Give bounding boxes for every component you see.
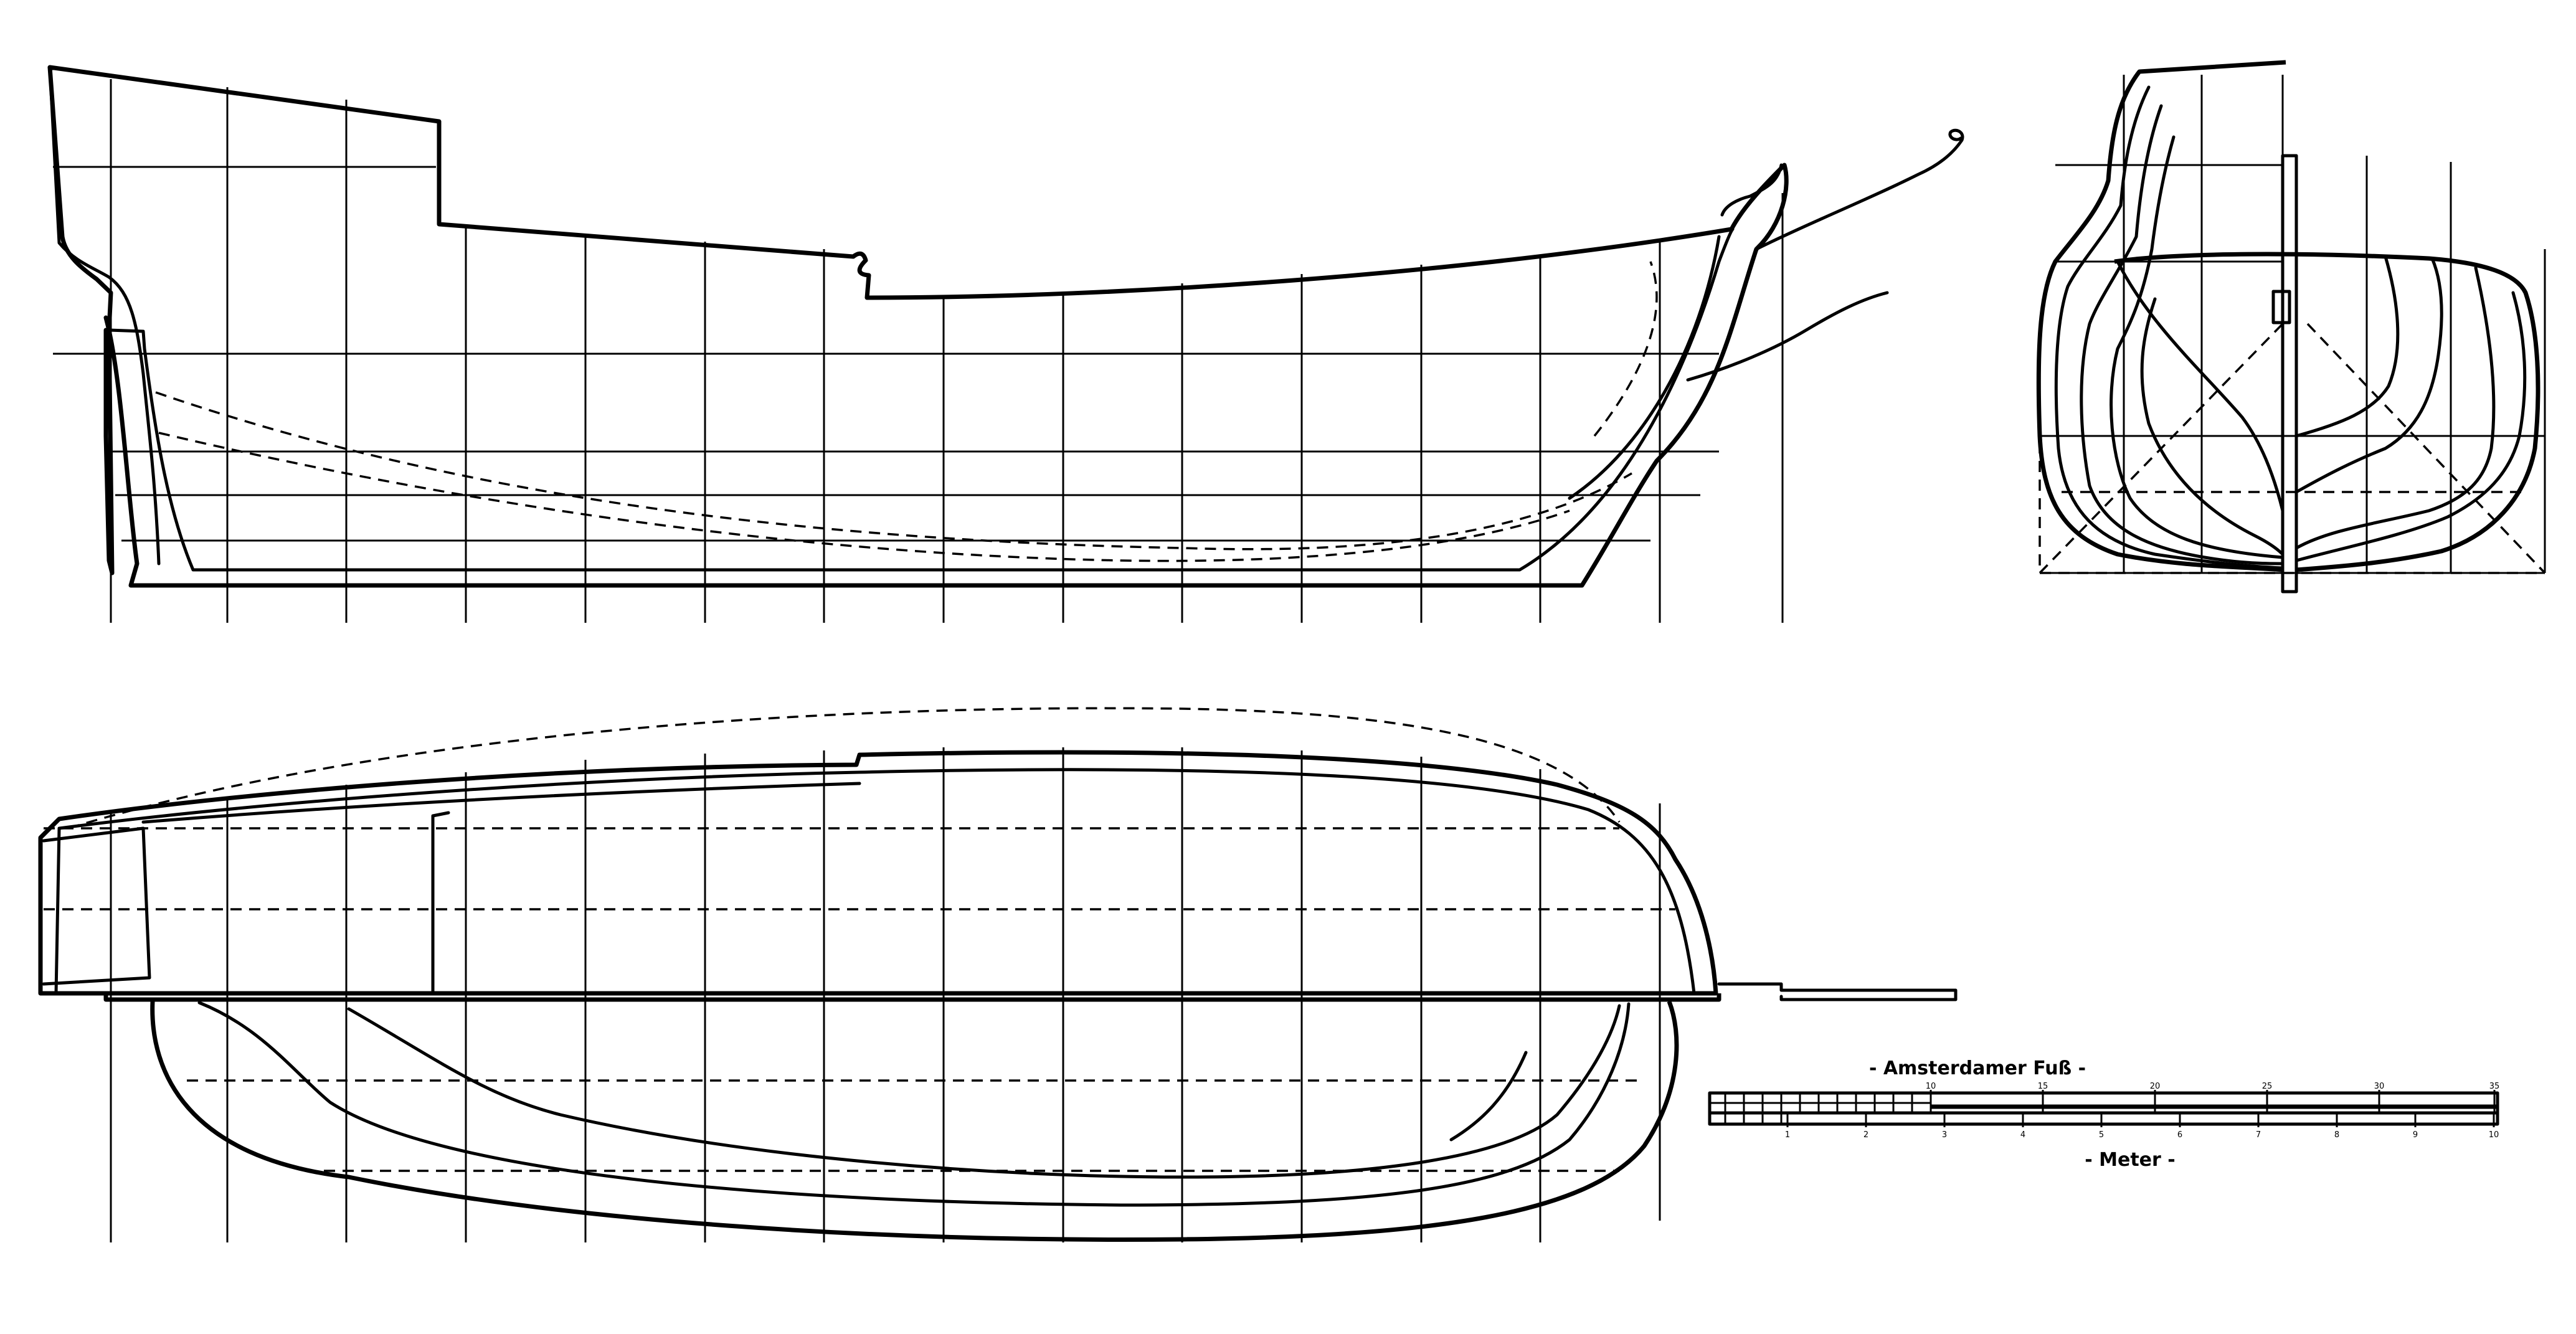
hatch-coaming	[431, 811, 450, 995]
foot-tick-label: 10	[1926, 1082, 1936, 1091]
sheer-plan-outline	[47, 65, 1789, 588]
hull-bottom-outline	[150, 1000, 1679, 1242]
meter-tick-label: 4	[2020, 1130, 2025, 1140]
foot-tick-label: 35	[2489, 1082, 2500, 1091]
hull-waterline-1	[347, 1004, 1621, 1179]
sheer-plan	[47, 65, 1964, 623]
hull-waterline-2	[197, 1001, 1631, 1207]
scale-meter-tick-labels: 1 2 3 4 5 6 7 8 9 10	[1785, 1130, 2499, 1140]
scale-meter-bar	[1708, 1111, 2499, 1126]
scale-upper-label: - Amsterdamer Fuß -	[1869, 1057, 2086, 1079]
meter-tick-label: 7	[2256, 1130, 2261, 1140]
sheer-plan-diagonal-2	[158, 432, 1570, 562]
keel-post	[2281, 154, 2298, 594]
deck-edge-inner	[54, 768, 1696, 995]
scale-foot-ticks	[1930, 1090, 2496, 1113]
body-plan-grid	[2040, 75, 2546, 574]
bowsprit-head	[1754, 128, 1964, 251]
body-plan	[2036, 60, 2546, 594]
body-plan-dashed-lines	[2039, 323, 2546, 574]
meter-tick-label: 5	[2099, 1130, 2104, 1140]
stern-transom	[42, 826, 151, 986]
half-breadth-dashed-lines	[44, 707, 1675, 1172]
meter-tick-label: 6	[2177, 1130, 2182, 1140]
scale-fine-ticks	[1710, 1093, 1932, 1124]
meter-tick-label: 9	[2413, 1130, 2418, 1140]
scale-bar: - Amsterdamer Fuß - 1	[1708, 1057, 2500, 1171]
meter-tick-label: 10	[2489, 1130, 2499, 1140]
fore-section-2	[2294, 266, 2496, 550]
stem-top	[1720, 163, 1783, 217]
aft-section-5	[2140, 297, 2285, 556]
foot-tick-label: 15	[2038, 1082, 2048, 1091]
meter-tick-label: 8	[2334, 1130, 2339, 1140]
rudder-head	[2271, 290, 2291, 324]
aft-section-3	[2080, 104, 2285, 565]
hull-waterline-3	[1449, 1051, 1528, 1142]
body-plan-aft-sections	[2036, 60, 2286, 572]
fore-section-3	[2294, 257, 2443, 494]
foot-tick-label: 30	[2374, 1082, 2385, 1091]
stern-frame-inner	[1568, 235, 1721, 500]
fore-section-4	[2294, 255, 2400, 438]
meter-tick-label: 2	[1863, 1130, 1868, 1140]
cutwater	[1686, 291, 1889, 382]
body-plan-fore-hull	[2114, 252, 2540, 572]
bowsprit-plan	[1717, 982, 1958, 1001]
sheer-plan-diagonal-1	[155, 391, 1632, 551]
scale-meter-ticks	[1786, 1113, 2495, 1127]
main-rail	[103, 993, 1721, 1002]
half-breadth-plan	[38, 707, 1958, 1242]
aft-section-2	[2054, 85, 2285, 570]
scale-foot-tick-labels: 10 15 20 25 30 35	[1926, 1082, 2500, 1091]
sheer-plan-diagonal-3	[1593, 261, 1658, 437]
sheer-plan-waterlines	[53, 166, 1719, 542]
aft-section-4	[2110, 135, 2285, 559]
stern-frame	[107, 227, 1735, 572]
foot-tick-label: 20	[2150, 1082, 2161, 1091]
scale-lower-label: - Meter -	[2085, 1149, 2175, 1171]
deck-outline	[38, 750, 1718, 996]
foot-tick-label: 25	[2262, 1082, 2273, 1091]
stern-post	[48, 65, 161, 565]
meter-tick-label: 1	[1785, 1130, 1790, 1140]
sheer-plan-station-lines	[110, 79, 1784, 623]
meter-tick-label: 3	[1942, 1130, 1947, 1140]
deck-edge-line	[141, 782, 861, 824]
aft-section-6	[2116, 260, 2285, 513]
fore-section-1	[2294, 291, 2527, 562]
